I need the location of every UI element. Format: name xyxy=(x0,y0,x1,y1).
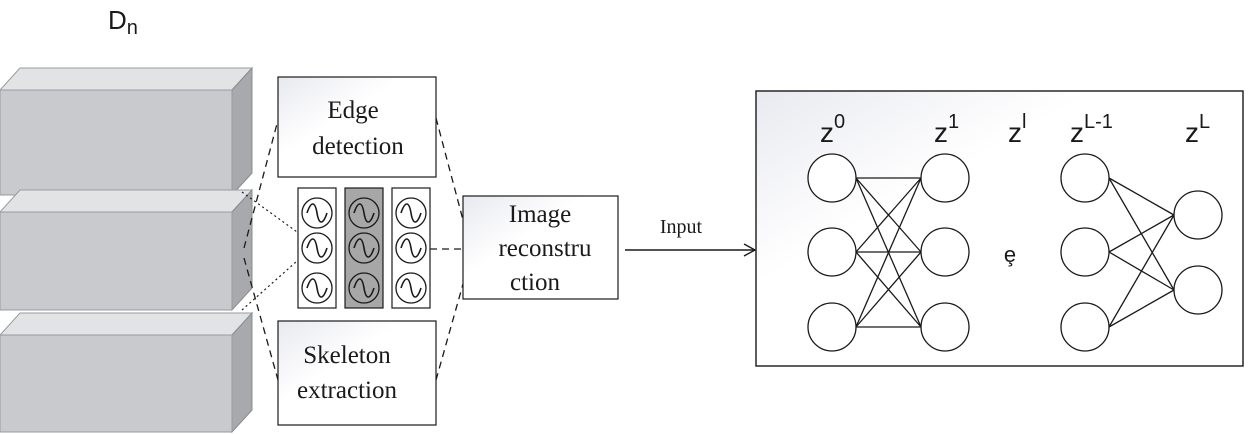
network-connection xyxy=(855,177,922,253)
edge-detection-box: Edge detection xyxy=(277,76,437,178)
image-reconstruction-box: Image reconstru ction xyxy=(462,195,619,300)
sine-wave-icon xyxy=(301,232,333,264)
sine-wave-icon xyxy=(395,272,427,304)
neuron xyxy=(1060,153,1110,203)
network-connections xyxy=(855,177,1175,328)
sine-wave-icon xyxy=(348,197,380,229)
layer-label-superscript: l xyxy=(1022,111,1026,133)
dataset-slab-top xyxy=(0,66,254,197)
filter-bank xyxy=(297,187,431,309)
neuron xyxy=(807,227,857,277)
sine-wave-icon xyxy=(301,197,333,229)
layer-label-superscript: L-1 xyxy=(1084,111,1113,133)
dataset-slab-middle xyxy=(0,188,254,312)
network-connection xyxy=(1108,214,1175,328)
dataset-label-main: D xyxy=(108,5,127,35)
dataset-stack xyxy=(0,66,254,434)
reconstruction-label-line3: ction xyxy=(510,269,560,296)
neuron xyxy=(1060,302,1110,352)
input-arrow: Input xyxy=(625,216,757,257)
neuron xyxy=(920,153,970,203)
neuron xyxy=(1173,265,1223,315)
network-connection xyxy=(855,251,922,328)
neuron xyxy=(920,302,970,352)
layer-label-base: z xyxy=(820,117,834,148)
neuron xyxy=(807,153,857,203)
dataset-label-subscript: n xyxy=(127,17,138,39)
network-neurons xyxy=(807,153,1223,352)
reconstruction-label-line2: reconstru xyxy=(498,235,592,262)
skeleton-extraction-label-line1: Skeleton xyxy=(303,342,391,369)
layer-label-base: z xyxy=(1070,117,1084,148)
layer-label-base: z xyxy=(1008,117,1022,148)
layer-label-superscript: 1 xyxy=(948,111,959,133)
dataset-slab-bottom xyxy=(0,311,254,434)
network-connection xyxy=(855,177,922,328)
sine-wave-icon xyxy=(301,272,333,304)
layer-label: z1 xyxy=(934,111,959,148)
neuron xyxy=(920,227,970,277)
sine-wave-icon xyxy=(348,272,380,304)
network-connection xyxy=(1108,214,1175,253)
layer-label: z0 xyxy=(820,111,845,148)
branch-guide-lines xyxy=(243,117,464,381)
layer-label: zl xyxy=(1008,111,1026,148)
reconstruction-label-line1: Image xyxy=(509,201,571,228)
layer-label-superscript: 0 xyxy=(834,111,845,133)
layer-label: zL-1 xyxy=(1070,111,1113,148)
layer-label: zL xyxy=(1185,111,1210,148)
sine-wave-icon xyxy=(395,232,427,264)
sine-wave-icon xyxy=(395,197,427,229)
skeleton-extraction-box: Skeleton extraction xyxy=(277,320,437,426)
neuron xyxy=(807,302,857,352)
neuron xyxy=(1060,227,1110,277)
hidden-layers-ellipsis: ȩ xyxy=(1004,242,1016,267)
layer-label-superscript: L xyxy=(1199,111,1210,133)
skeleton-extraction-label-line2: extraction xyxy=(297,377,397,404)
neuron xyxy=(1173,190,1223,240)
edge-detection-label-line2: detection xyxy=(312,133,404,160)
edge-detection-label-line1: Edge xyxy=(327,97,378,124)
dataset-label: Dn xyxy=(108,5,138,39)
layer-label-base: z xyxy=(934,117,948,148)
network-connection xyxy=(1108,289,1175,328)
network-connection xyxy=(1108,177,1175,216)
input-arrow-label: Input xyxy=(660,216,703,238)
sine-wave-icon xyxy=(348,232,380,264)
layer-label-base: z xyxy=(1185,117,1199,148)
